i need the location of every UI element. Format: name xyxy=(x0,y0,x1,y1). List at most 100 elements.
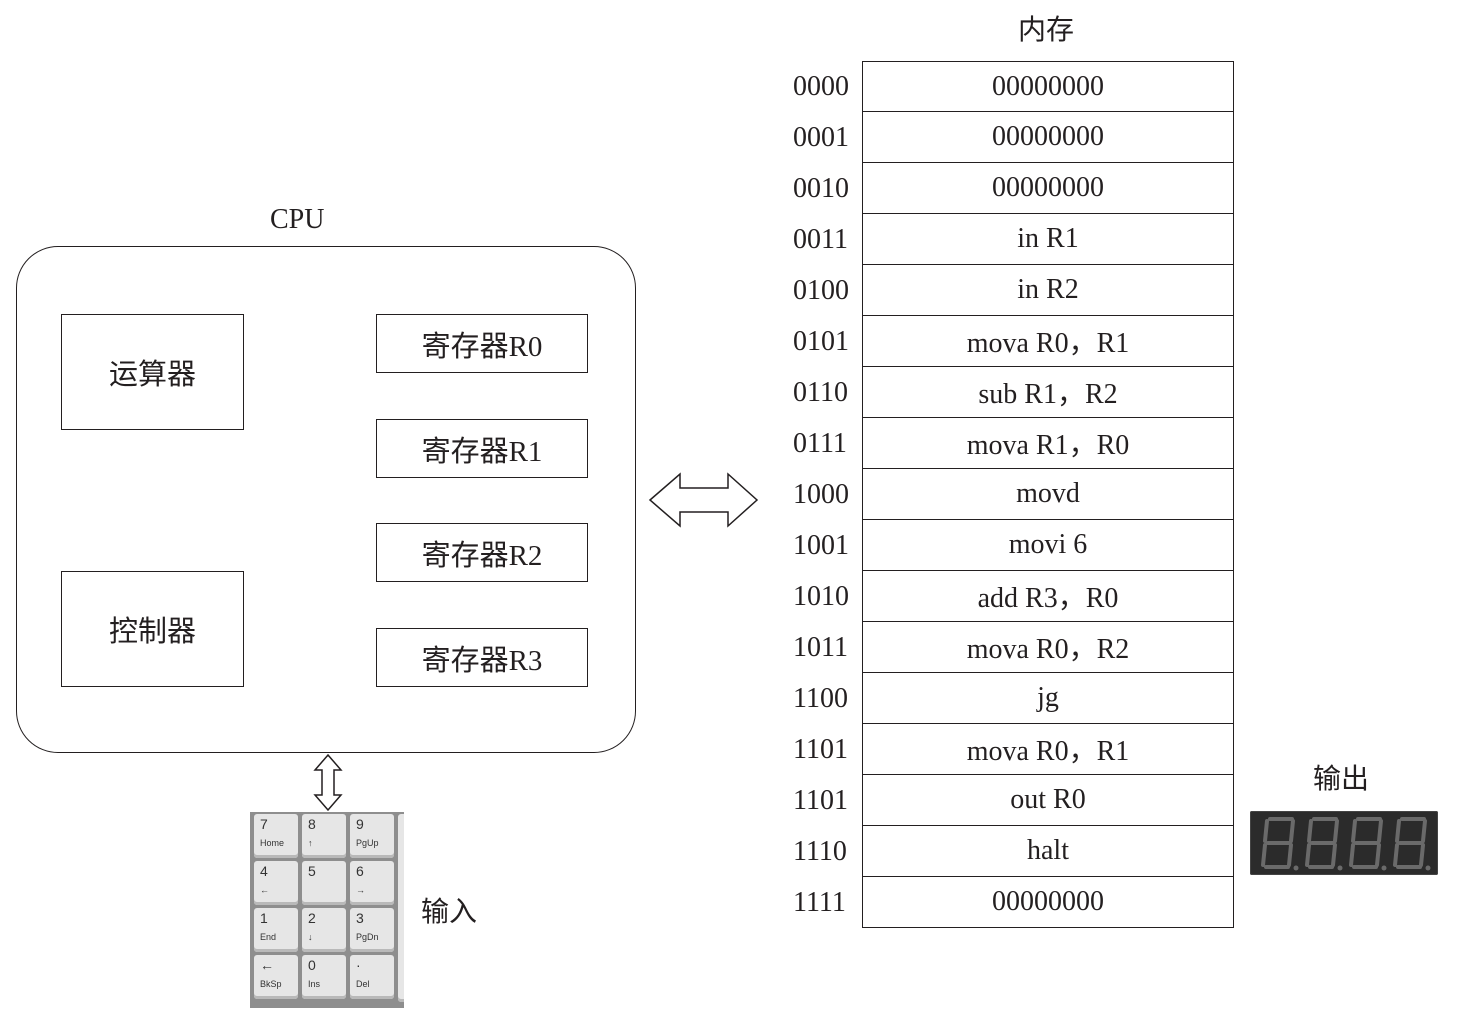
memory-address: 0100 xyxy=(793,274,849,306)
segment xyxy=(1351,819,1357,843)
register-r0: 寄存器R0 xyxy=(376,314,588,373)
seven-segment-digits xyxy=(1261,817,1431,871)
keypad-key: 8↑ xyxy=(302,814,346,858)
memory-cell: jg xyxy=(862,673,1234,724)
key-main-label: 1 xyxy=(260,910,268,926)
segment xyxy=(1421,819,1427,843)
segment xyxy=(1419,843,1425,867)
register-r1: 寄存器R1 xyxy=(376,419,588,478)
segment xyxy=(1375,843,1381,867)
keypad-key: 2↓ xyxy=(302,908,346,952)
memory-address: 1101 xyxy=(793,733,848,765)
cpu-title: CPU xyxy=(270,204,325,235)
control-unit-box: 控制器 xyxy=(61,571,244,687)
key-main-label: 9 xyxy=(356,816,364,832)
memory-cell: out R0 xyxy=(862,775,1234,826)
keypad-key: 6→ xyxy=(350,861,394,905)
memory-address: 0111 xyxy=(793,427,847,459)
decimal-point xyxy=(1381,865,1387,871)
decimal-point xyxy=(1293,865,1299,871)
input-label: 输入 xyxy=(421,897,478,928)
memory-cell: in R2 xyxy=(862,265,1234,316)
output-label: 输出 xyxy=(1313,764,1370,795)
key-sub-label: PgDn xyxy=(356,932,379,942)
key-main-label: 2 xyxy=(308,910,316,926)
key-sub-label: → xyxy=(356,885,365,895)
memory-cell: mova R0，R1 xyxy=(862,724,1234,775)
memory-cell: halt xyxy=(862,826,1234,877)
memory-address: 1110 xyxy=(793,835,847,867)
cpu-input-arrow xyxy=(313,753,343,812)
memory-cell: 00000000 xyxy=(862,112,1234,163)
memory-cell: mova R0，R1 xyxy=(862,316,1234,367)
memory-cell: in R1 xyxy=(862,214,1234,265)
key-main-label: 6 xyxy=(356,863,364,879)
memory-address: 0011 xyxy=(793,223,848,255)
alu-box: 运算器 xyxy=(61,314,244,430)
key-sub-label: Ins xyxy=(308,979,321,989)
segment xyxy=(1307,819,1313,843)
keypad-key-edge xyxy=(398,814,404,1002)
keypad-key: ←BkSp xyxy=(254,955,298,999)
memory-cell: movi 6 xyxy=(862,520,1234,571)
key-sub-label: PgUp xyxy=(356,838,379,848)
memory-cell: sub R1，R2 xyxy=(862,367,1234,418)
keypad-key: 4← xyxy=(254,861,298,905)
key-main-label: 7 xyxy=(260,816,268,832)
key-sub-label: Home xyxy=(260,838,285,848)
memory-title: 内存 xyxy=(1018,15,1075,46)
segment xyxy=(1305,843,1311,867)
key-main-label: · xyxy=(356,957,361,973)
key-sub-label: End xyxy=(260,932,277,942)
key-main-label: 4 xyxy=(260,863,268,879)
key-sub-label: ↑ xyxy=(308,838,313,848)
segment xyxy=(1287,843,1293,867)
memory-cell: 00000000 xyxy=(862,61,1234,112)
segment xyxy=(1331,843,1337,867)
key-sub-label: Del xyxy=(356,979,370,989)
cpu-box xyxy=(16,246,636,753)
segment xyxy=(1333,819,1339,843)
memory-address: 0010 xyxy=(793,172,849,204)
key-main-label: 5 xyxy=(308,863,316,879)
keypad-key: 5 xyxy=(302,861,346,905)
key-main-label: 3 xyxy=(356,910,364,926)
memory-address: 0110 xyxy=(793,376,848,408)
segment xyxy=(1289,819,1295,843)
memory-address: 1011 xyxy=(793,631,848,663)
memory-address: 0101 xyxy=(793,325,849,357)
key-sub-label: BkSp xyxy=(260,979,282,989)
memory-cell: 00000000 xyxy=(862,877,1234,928)
memory-address: 1010 xyxy=(793,580,849,612)
memory-address: 0001 xyxy=(793,121,849,153)
memory-address: 1111 xyxy=(793,886,846,918)
memory-address: 1100 xyxy=(793,682,848,714)
memory-cell: mova R0，R2 xyxy=(862,622,1234,673)
seven-segment-display xyxy=(1250,811,1438,875)
key-sub-label: ↓ xyxy=(308,932,313,942)
segment xyxy=(1395,819,1401,843)
decimal-point xyxy=(1425,865,1431,871)
memory-cell: 00000000 xyxy=(862,163,1234,214)
memory-cell: movd xyxy=(862,469,1234,520)
key-main-label: 0 xyxy=(308,957,316,973)
register-r3: 寄存器R3 xyxy=(376,628,588,687)
memory-address: 1000 xyxy=(793,478,849,510)
segment xyxy=(1377,819,1383,843)
cpu-memory-arrow xyxy=(648,472,759,528)
register-r2: 寄存器R2 xyxy=(376,523,588,582)
memory-address: 0000 xyxy=(793,70,849,102)
key-sub-label: ← xyxy=(260,885,269,895)
key-main-label: 8 xyxy=(308,816,316,832)
segment xyxy=(1349,843,1355,867)
memory-address: 1101 xyxy=(793,784,848,816)
segment xyxy=(1393,843,1399,867)
memory-cell: mova R1，R0 xyxy=(862,418,1234,469)
